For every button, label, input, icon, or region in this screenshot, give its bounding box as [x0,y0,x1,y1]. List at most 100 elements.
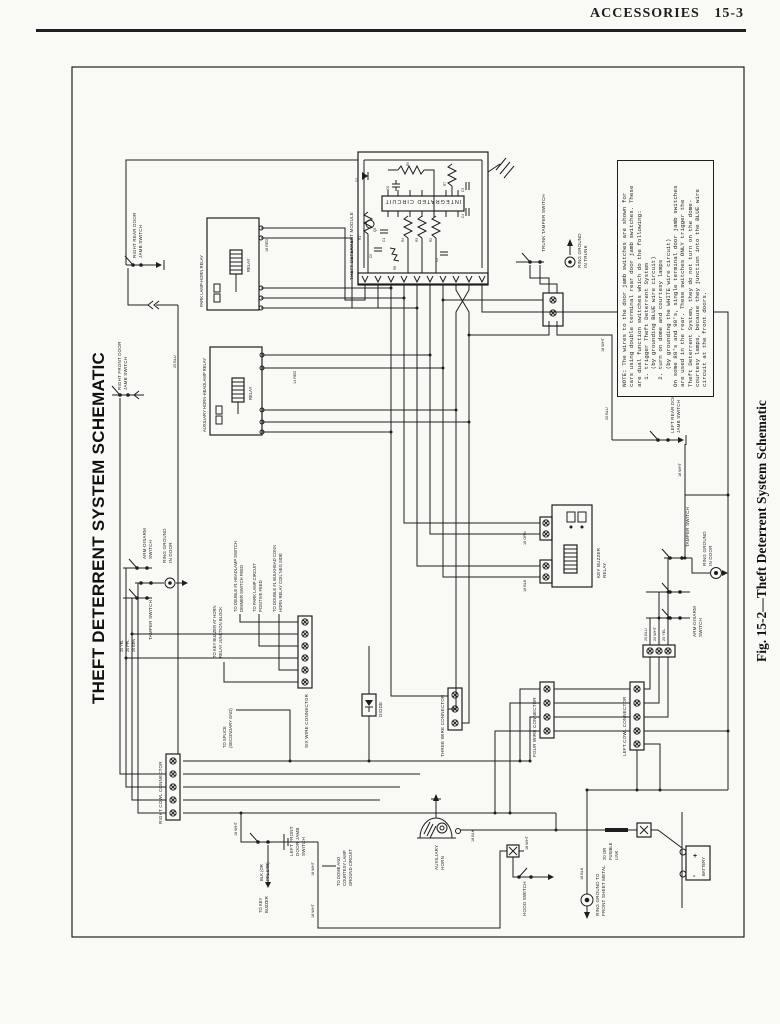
ring-ground-label: RING GROUND [577,233,582,268]
ring-ground-label: RING GROUND [702,531,707,566]
six-wire-connector: SIX WIRE CONNECTOR [297,615,313,748]
part-label: R8 [393,266,397,270]
callout-key-buzzer-junction: RELAY JUNCTION BLOCK [218,607,223,658]
ring-ground-label: FRONT SHEET METAL [601,865,606,916]
relay-label: AUXILIARY HORN-HEADLAMP RELAY [202,358,207,432]
module-pin-chevrons [361,275,486,284]
ring-ground-front-sheet-metal: RING GROUND TO FRONT SHEET METAL [580,865,606,916]
arm-disarm-left-label: ARM-DISARM [142,528,147,559]
callout-headlamp-feed: DIMMER SWITCH FEED [239,565,244,612]
left-cowl-connector: LEFT COWL CONNECTOR [622,681,645,756]
note-line: courtesy lamps, because they junction in… [693,189,701,387]
wire-label: 18 WHT [525,835,529,850]
inline-connector-chevrons [133,300,160,400]
part-label: R2 [429,238,433,242]
wire-label: 18 BLK [523,579,527,592]
part-label: D1 [355,178,359,182]
left-front-jamb-label: LEFT FRONT [289,826,294,856]
right-rear-jamb-label: JAMB SWITCH [138,225,143,258]
wire-network-bottom-left [245,832,507,929]
part-label: Q2 [373,228,377,232]
ring-ground-label: IN DOOR [168,542,173,563]
note-line: are dual function switches which do the … [635,210,643,387]
note-line: are used in the rear. These switches ONL… [679,199,687,387]
note-line: Theft Deterrent System, they do not turn… [686,199,694,387]
callout-park-lamp-feed: POSITIVE FEED [258,580,263,612]
relay-label: PARK LAMP-HORN RELAY [199,255,204,307]
wire-label: 18 RED [265,238,269,252]
integrated-circuit-label: INTEGRATED CIRCUIT [385,198,462,204]
auxiliary-horn-headlamp-relay: AUXILIARY HORN-HEADLAMP RELAY RELAY [202,346,265,436]
three-wire-connector-label: THREE WIRE CONNECTOR [440,694,445,757]
figure-caption: Fig. 15-2—Theft Deterrent System Schemat… [754,400,769,662]
part-label: R4 [401,238,405,242]
wire-network-splice-diode [236,646,370,761]
relay-coil-hatch [230,253,242,292]
figure-frame [71,66,745,938]
callout-dome-courtesy: GROUND CIRCUIT [348,849,353,886]
note-line: (by grounding BLUE wire circuit) [650,256,658,387]
relay-contact [566,511,576,523]
diode-d1-symbol [362,172,368,180]
wire-label: 18 BLK [471,829,475,842]
module-internal-wires [367,169,453,273]
battery-minus: - [693,873,696,880]
wire-label: 18 ORN [523,531,527,545]
relay-coil-hatch [232,381,244,414]
relay-pin-strip [539,516,553,541]
wire-label: 18 WHT [601,337,605,352]
wire-label: 14 RED [293,370,297,384]
page-header: ACCESSORIES 15-3 [590,6,744,21]
wire-label: 18 WHT [311,903,315,918]
ring-ground-in-door-left: RING GROUND IN DOOR [162,528,176,589]
part-label: R1 [358,236,362,240]
wire-label: 18 BLK [580,867,584,880]
relay-outline [206,217,260,311]
key-buzzer-relay: KEY BUZZER RELAY [539,504,607,588]
door-harness-connector [642,644,676,658]
relay-contact [577,511,587,523]
auxiliary-horn-label: AUXILIARY [434,845,439,870]
resistor-symbols [362,163,458,262]
wire-network-cowl-pass [554,688,728,894]
callout-splice: (SECONDARY GND) [228,708,233,748]
key-buzzer-relay-label: KEY BUZZER [596,547,601,578]
relay-contact [213,293,221,303]
auxiliary-horn: AUXILIARY HORN [417,817,461,870]
battery-plus: + [693,853,697,860]
right-cowl-connector: RIGHT COWL CONNECTOR [158,753,181,824]
left-front-jamb-label: DOOR JAMB [295,827,300,856]
relay-outline [551,504,593,588]
three-wire-connector: THREE WIRE CONNECTOR [440,687,463,757]
trunk-connector [542,292,564,327]
arm-disarm-left-label: SWITCH [148,540,153,559]
trunk-tamper-label: TRUNK TAMPER SWITCH [541,194,546,252]
relay-contact [213,283,221,293]
transistor-q2-symbol [365,219,375,229]
ring-ground-in-door-right: RING GROUND IN DOOR [702,531,722,579]
tamper-left-label: TAMPER SWITCH [148,600,153,640]
arm-disarm-right-label: SWITCH [698,618,703,637]
part-label: R7 [443,182,447,186]
ring-ground-label: IN DOOR [708,545,713,566]
relay-word: RELAY [248,386,253,400]
note-text: NOTE: The wires to the door jamb switche… [618,155,713,390]
callout-bulkhead-conn: HORN RELAY COIL NEG SIDE [278,553,283,612]
wire-network-module-runs [261,227,729,790]
callout-park-lamp-feed: TO PARK LAMP CIRCUIT [252,563,257,612]
capacitor-symbols [374,180,470,256]
hood-switch-label: HOOD SWITCH [522,881,527,916]
arm-disarm-right-label: ARM-DISARM [692,606,697,637]
wire-label: 20 YEL [662,629,666,641]
auxiliary-horn-label: HORN [440,856,445,870]
battery-label: BATTERY [701,857,706,876]
left-rear-jamb-label: LEFT REAR DOOR [670,390,675,433]
callout-to-key-buzzer: TO KEY [258,898,263,913]
right-front-jamb-label: RIGHT FRONT DOOR [117,341,122,390]
battery-terminal [679,848,687,856]
battery-box [685,845,711,881]
note-line: cars using double terminal rear door jam… [628,185,636,388]
part-label: C5 [369,254,373,258]
